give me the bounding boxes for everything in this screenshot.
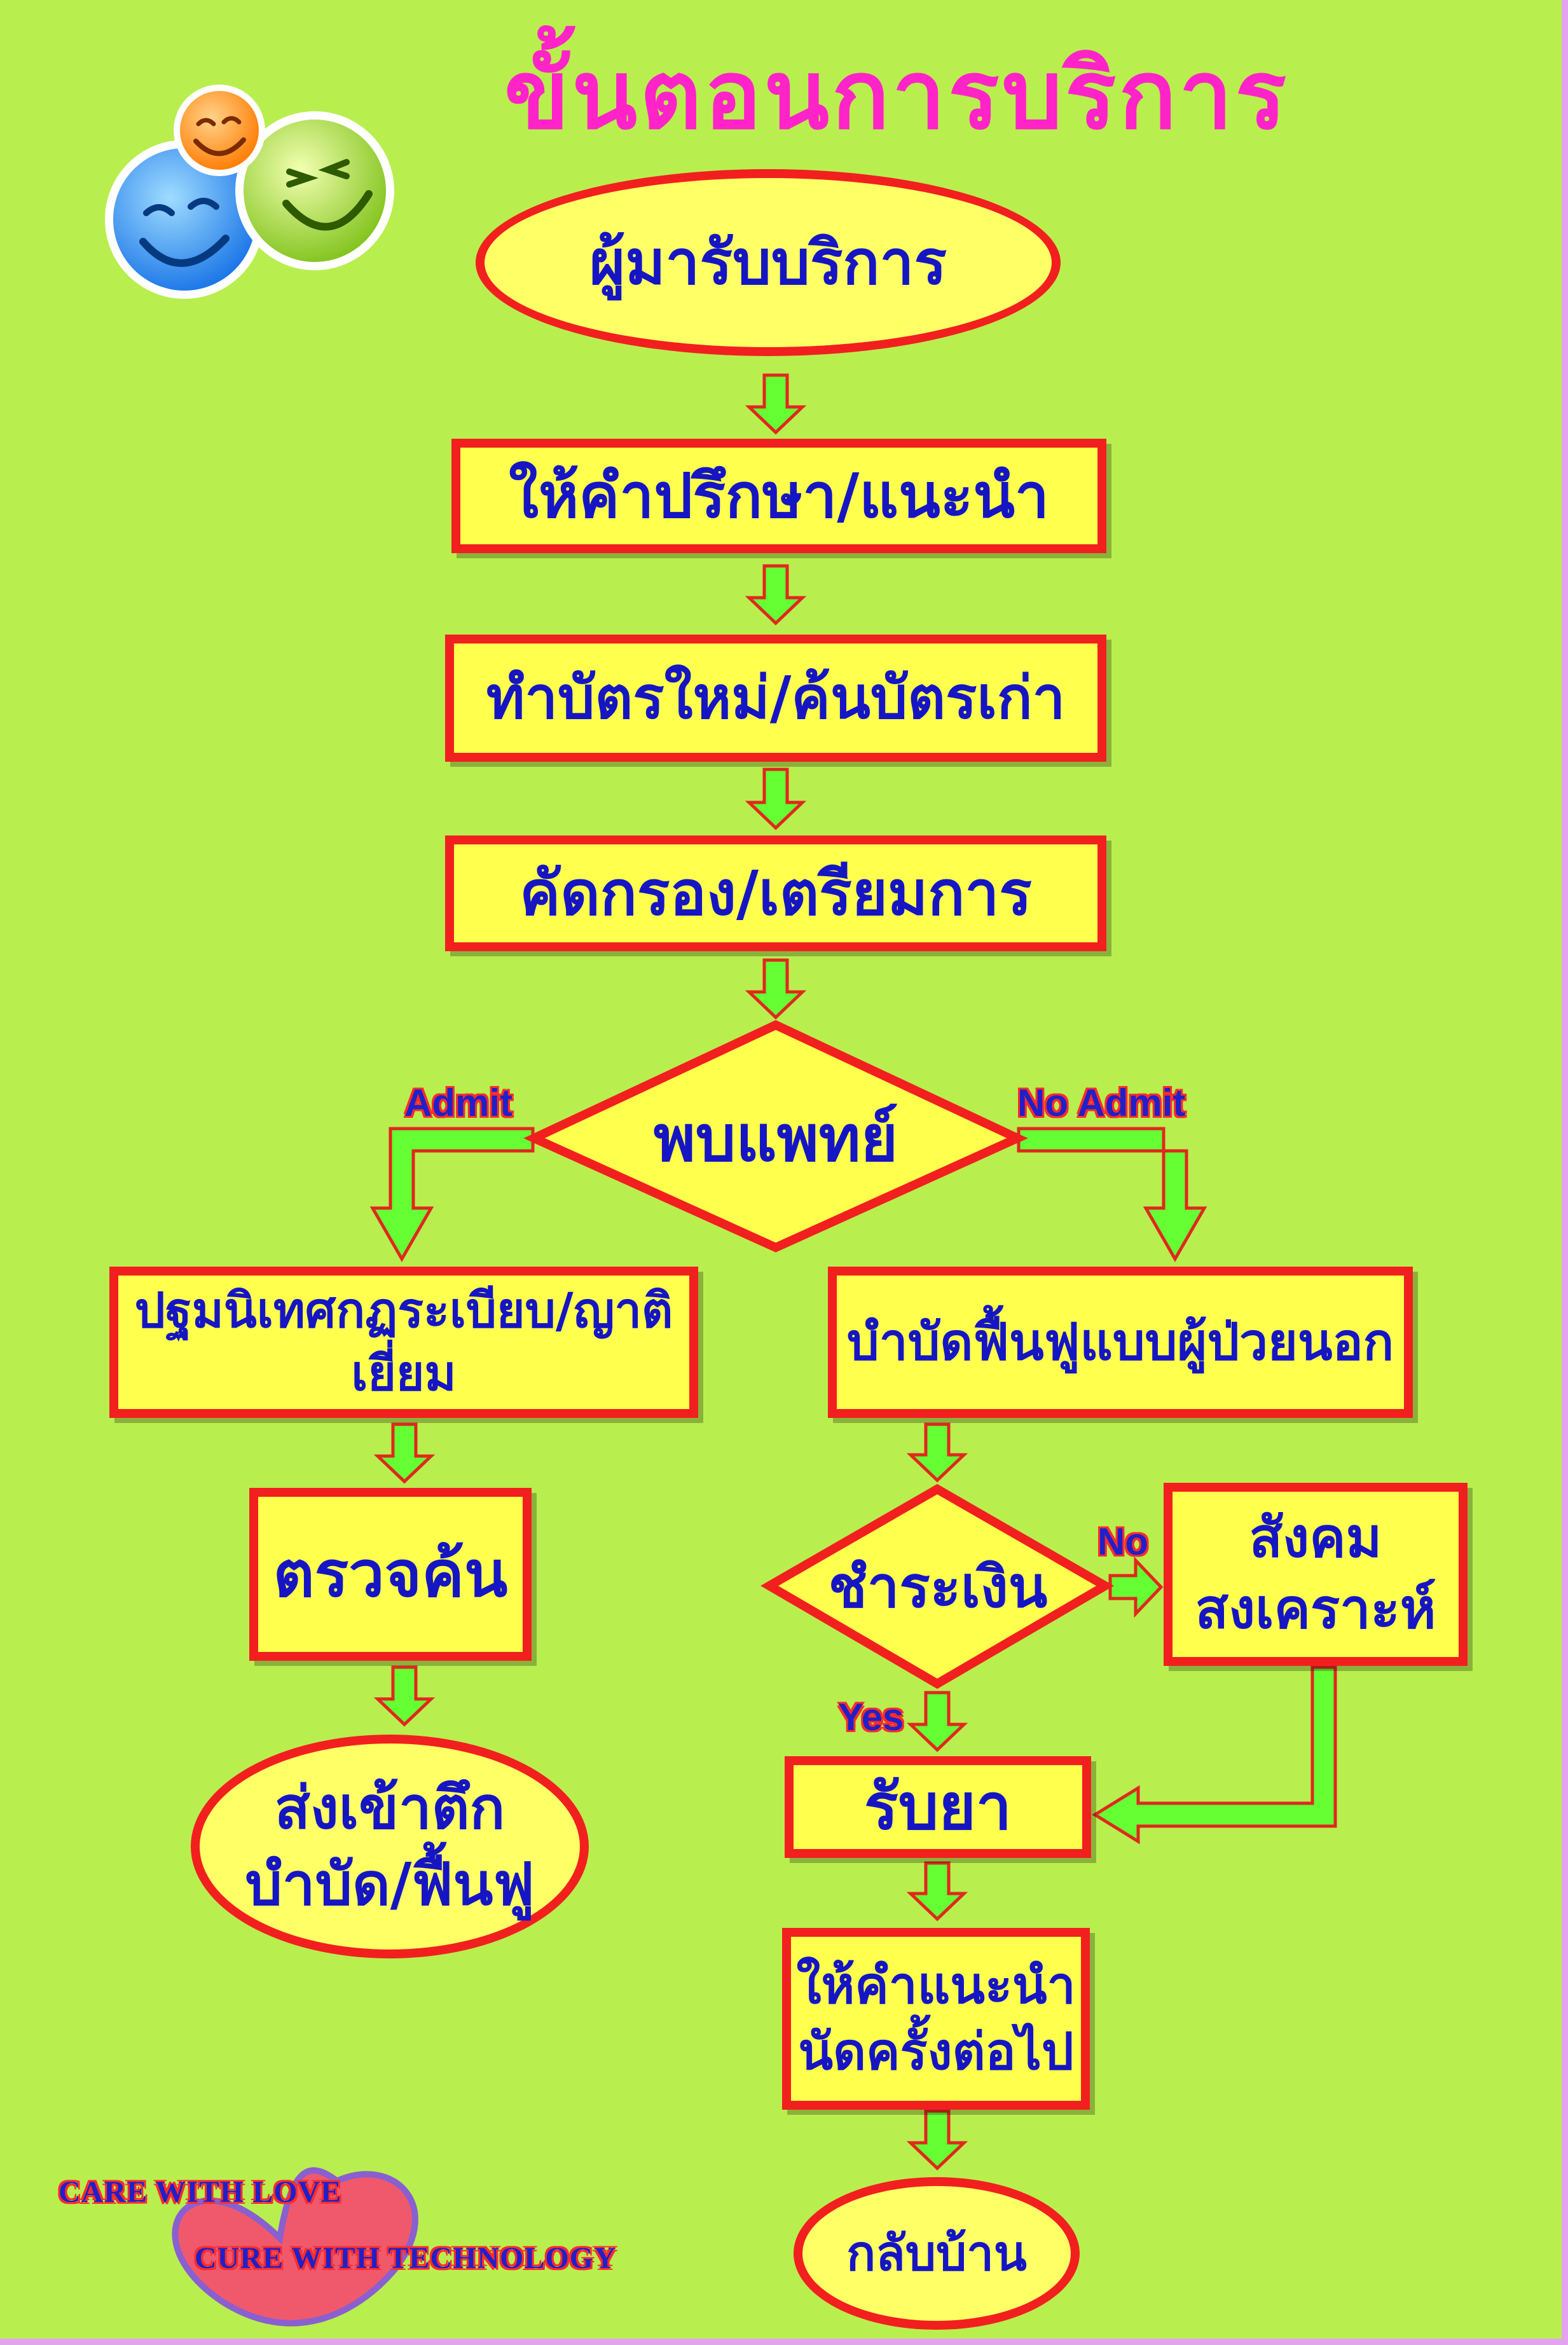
orientation-node: ปฐมนิเทศกฏระเบียบ/ญาติเยี่ยม	[109, 1267, 698, 1418]
arrow-screen-to-doctor	[749, 960, 802, 1017]
home-label: กลับบ้าน	[846, 2222, 1027, 2285]
followup-node: ให้คำแนะนำ นัดครั้งต่อไป	[782, 1928, 1090, 2110]
arrow-social-to-medicine	[1095, 1667, 1335, 1841]
page-title: ขั้นตอนการบริการ	[356, 25, 1437, 165]
no-admit-label: No Admit	[1017, 1081, 1185, 1125]
social-label-line1: สังคม	[1249, 1503, 1382, 1574]
medicine-label: รับยา	[864, 1766, 1012, 1848]
ward-node: ส่งเข้าตึก บำบัด/ฟื้นฟู	[191, 1735, 589, 1958]
arrow-card-to-screen	[749, 769, 802, 828]
no-label: No	[1097, 1520, 1148, 1564]
arrow-examine-to-ward	[378, 1667, 431, 1724]
advice-label: ให้คำปรึกษา/แนะนำ	[509, 457, 1049, 536]
examine-node: ตรวจค้น	[249, 1488, 532, 1661]
yes-label: Yes	[838, 1695, 904, 1739]
pay-label: ชำระเงิน	[829, 1541, 1048, 1632]
outpatient-node: บำบัดฟื้นฟูแบบผู้ป่วยนอก	[828, 1267, 1413, 1418]
arrow-outpatient-to-pay	[911, 1424, 964, 1480]
card-node: ทำบัตรใหม่/ค้นบัตรเก่า	[445, 635, 1106, 762]
arrow-orientation-to-examine	[378, 1424, 431, 1482]
arrow-doctor-to-outpatient	[1019, 1129, 1204, 1259]
ward-label-line2: บำบัด/ฟื้นฟู	[245, 1846, 535, 1923]
social-label-line2: สงเคราะห์	[1195, 1574, 1436, 1646]
slogan-line2: CURE WITH TECHNOLOGY	[195, 2241, 617, 2276]
arrow-advice-to-card	[749, 566, 802, 623]
followup-label-line2: นัดครั้งต่อไป	[798, 2019, 1073, 2085]
card-label: ทำบัตรใหม่/ค้นบัตรเก่า	[486, 660, 1065, 736]
start-node: ผู้มารับบริการ	[476, 169, 1061, 356]
examine-label: ตรวจค้น	[273, 1533, 508, 1616]
doctor-decision: พบแพทย์	[572, 1081, 979, 1195]
medicine-node: รับยา	[785, 1756, 1091, 1858]
advice-node: ให้คำปรึกษา/แนะนำ	[451, 439, 1106, 553]
arrow-start-to-advice	[749, 375, 802, 432]
arrow-doctor-to-orientation	[373, 1129, 533, 1259]
arrow-followup-to-home	[911, 2111, 964, 2168]
screen-label: คัดกรอง/เตรียมการ	[519, 854, 1032, 933]
start-label: ผู้มารับบริการ	[589, 223, 947, 303]
arrow-pay-to-medicine	[911, 1693, 964, 1750]
outpatient-label: บำบัดฟื้นฟูแบบผู้ป่วยนอก	[847, 1309, 1394, 1375]
slogan-line1: CARE WITH LOVE	[58, 2175, 341, 2210]
screen-node: คัดกรอง/เตรียมการ	[445, 836, 1106, 951]
arrow-pay-to-social	[1110, 1560, 1161, 1614]
orientation-label: ปฐมนิเทศกฏระเบียบ/ญาติเยี่ยม	[118, 1279, 689, 1405]
social-welfare-node: สังคม สงเคราะห์	[1164, 1483, 1468, 1666]
doctor-label: พบแพทย์	[654, 1088, 898, 1189]
followup-label-line1: ให้คำแนะนำ	[796, 1953, 1075, 2019]
pay-decision: ชำระเงิน	[801, 1539, 1075, 1634]
admit-label: Admit	[404, 1081, 512, 1125]
smiley-faces-icon	[105, 85, 394, 299]
ward-label-line1: ส่งเข้าตึก	[275, 1770, 505, 1846]
home-node: กลับบ้าน	[794, 2177, 1080, 2330]
arrow-medicine-to-followup	[911, 1863, 964, 1919]
